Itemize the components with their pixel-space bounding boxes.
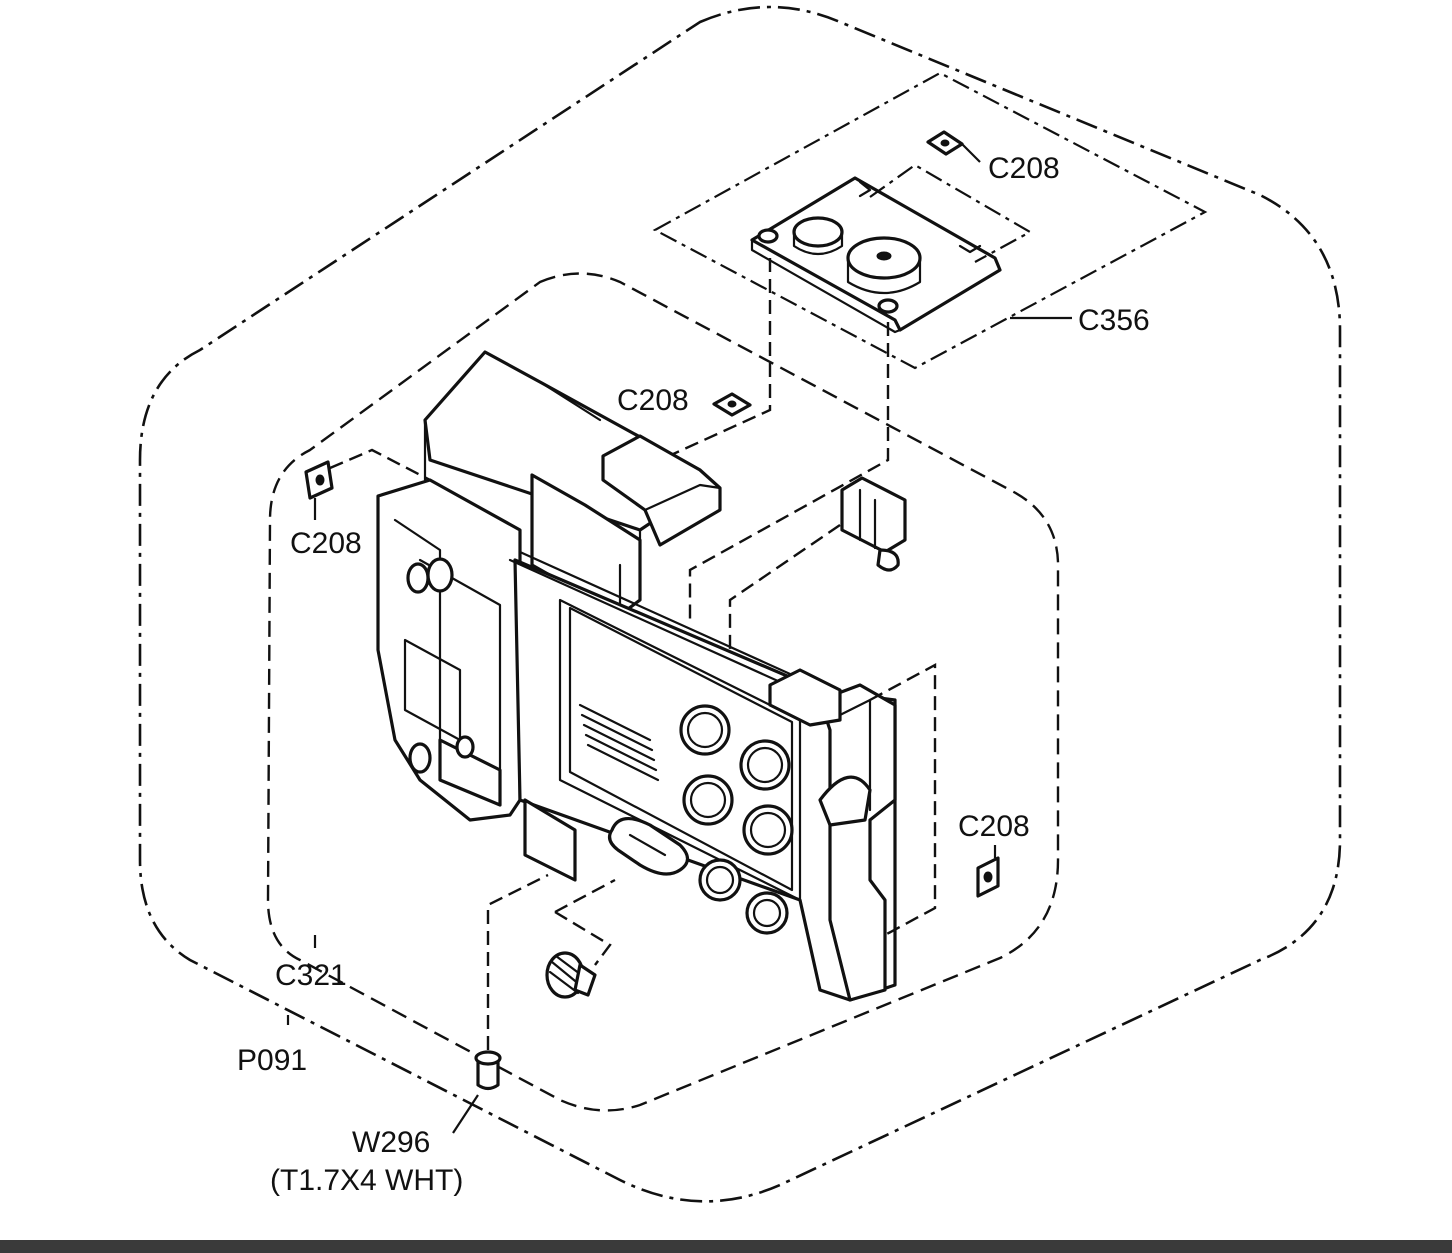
callout-c208-right: C208 xyxy=(958,810,1030,843)
callout-c208-left: C208 xyxy=(290,527,362,560)
camera-body xyxy=(376,350,897,1002)
group-boundary-c356 xyxy=(652,71,1208,370)
c208-pad-left xyxy=(304,448,431,520)
c208-pad-right xyxy=(976,845,1000,898)
guide-line-3 xyxy=(728,524,841,650)
callout-w296-spec: (T1.7X4 WHT) xyxy=(270,1164,463,1197)
callout-c208-top: C208 xyxy=(988,152,1060,185)
switch-clip xyxy=(840,476,907,572)
guide-line-1 xyxy=(659,258,772,462)
top-circuit-board xyxy=(750,176,1002,334)
group-boundary-p091 xyxy=(138,5,1342,1203)
c208-pad-top xyxy=(926,130,981,163)
group-boundary-c321 xyxy=(266,272,1060,1112)
guide-line-2 xyxy=(688,322,890,620)
callout-c208-middle: C208 xyxy=(617,384,689,417)
screw-w296 xyxy=(452,873,549,1134)
c208-pad-middle xyxy=(712,392,752,417)
callout-w296: W296 xyxy=(352,1126,430,1159)
scan-edge xyxy=(0,1240,1452,1253)
callout-c356: C356 xyxy=(1078,304,1150,337)
callout-p091: P091 xyxy=(237,1044,307,1077)
guide-line-4 xyxy=(869,662,937,937)
slide-knob xyxy=(545,878,616,999)
callout-c321: C321 xyxy=(275,959,347,992)
board-outline-dashed xyxy=(869,163,1033,263)
